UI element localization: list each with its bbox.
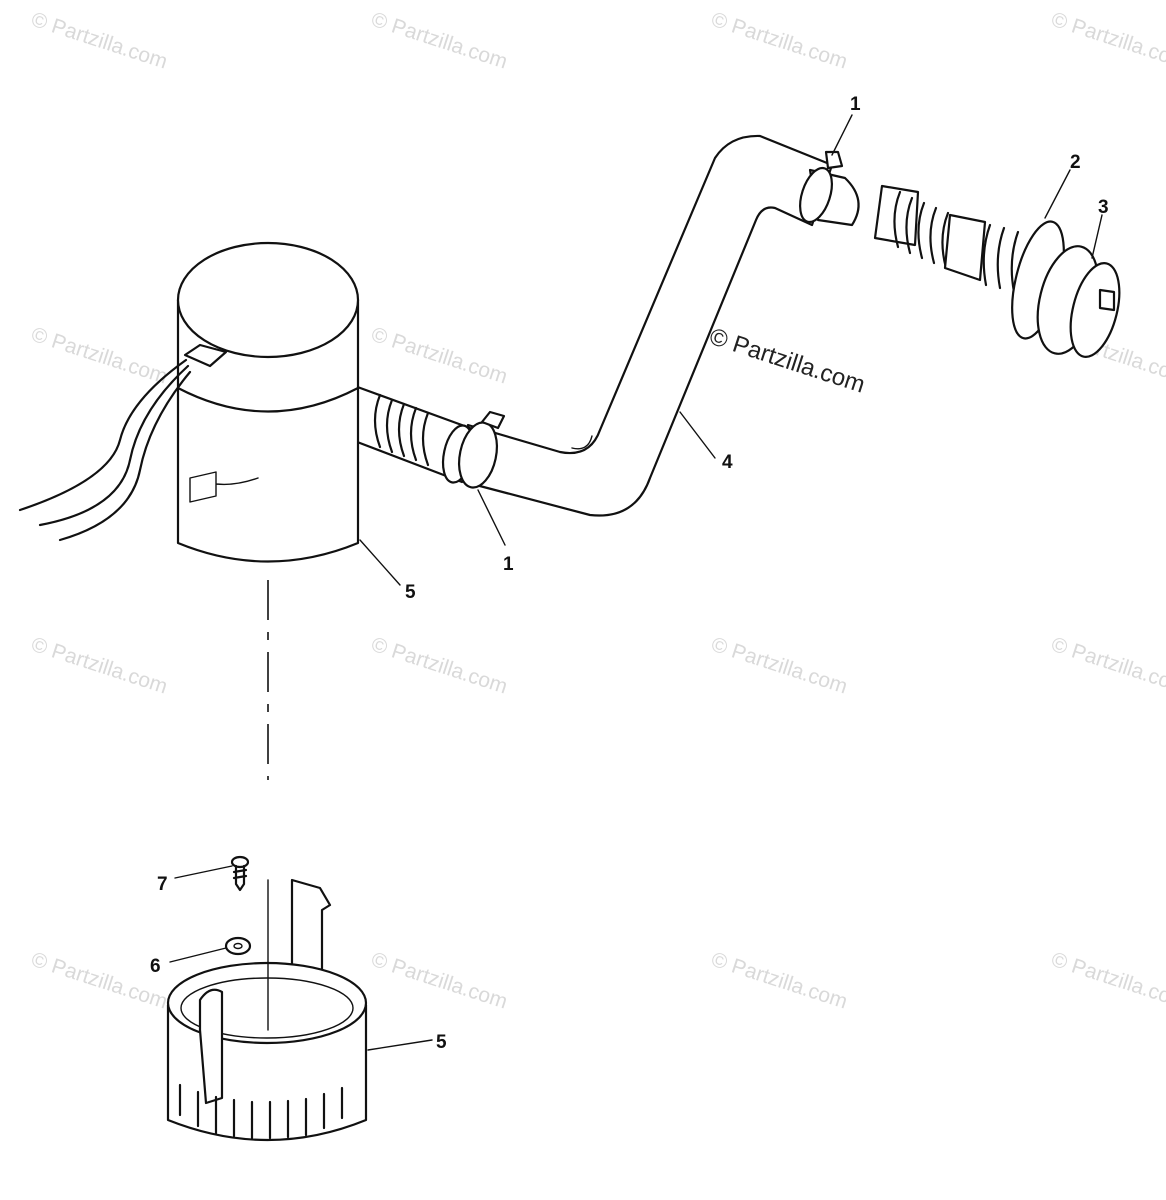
watermark-text: © Partzilla.com — [28, 948, 170, 1014]
thru-hull-nut[interactable] — [1028, 240, 1128, 362]
callout-7: 7 — [157, 874, 168, 895]
leader-lines — [169, 114, 1103, 1051]
callout-5-pump: 5 — [405, 582, 416, 603]
hose-clamp-lower[interactable] — [454, 410, 506, 491]
washer[interactable] — [224, 936, 252, 956]
callout-3: 3 — [1098, 197, 1109, 218]
watermark-text: © Partzilla.com — [1048, 633, 1166, 699]
watermark-text: © Partzilla.com — [708, 633, 850, 699]
watermark-text: © Partzilla.com — [708, 948, 850, 1014]
watermark-text: © Partzilla.com — [708, 8, 850, 74]
hose-clamp-upper[interactable] — [794, 150, 860, 227]
watermark-text: © Partzilla.com — [28, 8, 170, 74]
watermark-text: © Partzilla.com — [368, 633, 510, 699]
callout-4: 4 — [722, 452, 733, 473]
watermark-text: © Partzilla.com — [368, 8, 510, 74]
callout-1-lower: 1 — [503, 554, 514, 575]
pump-wiring — [18, 343, 228, 542]
screw[interactable] — [230, 855, 250, 892]
bilge-pump[interactable] — [176, 241, 360, 563]
strainer-base[interactable] — [166, 878, 368, 1142]
watermark-text: © Partzilla.com — [368, 948, 510, 1014]
callout-1-upper: 1 — [850, 94, 861, 115]
watermark-text: © Partzilla.com — [28, 323, 170, 389]
callout-6: 6 — [150, 956, 161, 977]
callout-5-base: 5 — [436, 1032, 447, 1053]
center-watermark: © Partzilla.com — [706, 323, 868, 399]
watermark-text: © Partzilla.com — [368, 323, 510, 389]
watermark-text: © Partzilla.com — [28, 633, 170, 699]
discharge-hose[interactable] — [466, 134, 834, 517]
watermark-text: © Partzilla.com — [1048, 8, 1166, 74]
watermark-text: © Partzilla.com — [1048, 948, 1166, 1014]
callout-2: 2 — [1070, 152, 1081, 173]
